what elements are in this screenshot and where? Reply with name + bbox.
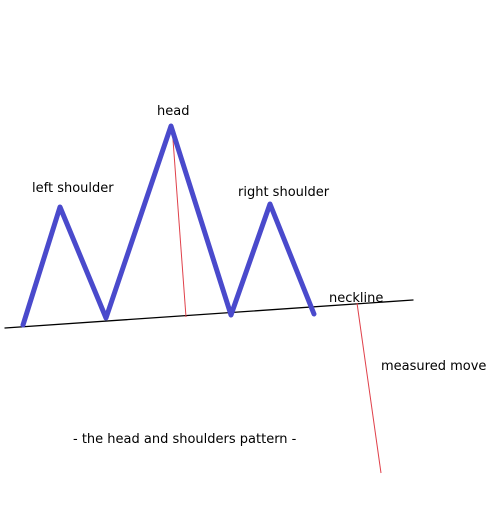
left-shoulder-label: left shoulder: [32, 181, 114, 196]
caption: - the head and shoulders pattern -: [73, 432, 297, 447]
neckline-label: neckline: [329, 291, 384, 306]
head-height-measure-line: [171, 125, 187, 318]
neckline-line: [4, 299, 414, 329]
head-label: head: [157, 104, 190, 119]
price-path-line: [20, 123, 317, 328]
measured-move-label: measured move: [381, 359, 487, 374]
measured-move-line: [356, 302, 382, 474]
right-shoulder-label: right shoulder: [238, 185, 330, 200]
